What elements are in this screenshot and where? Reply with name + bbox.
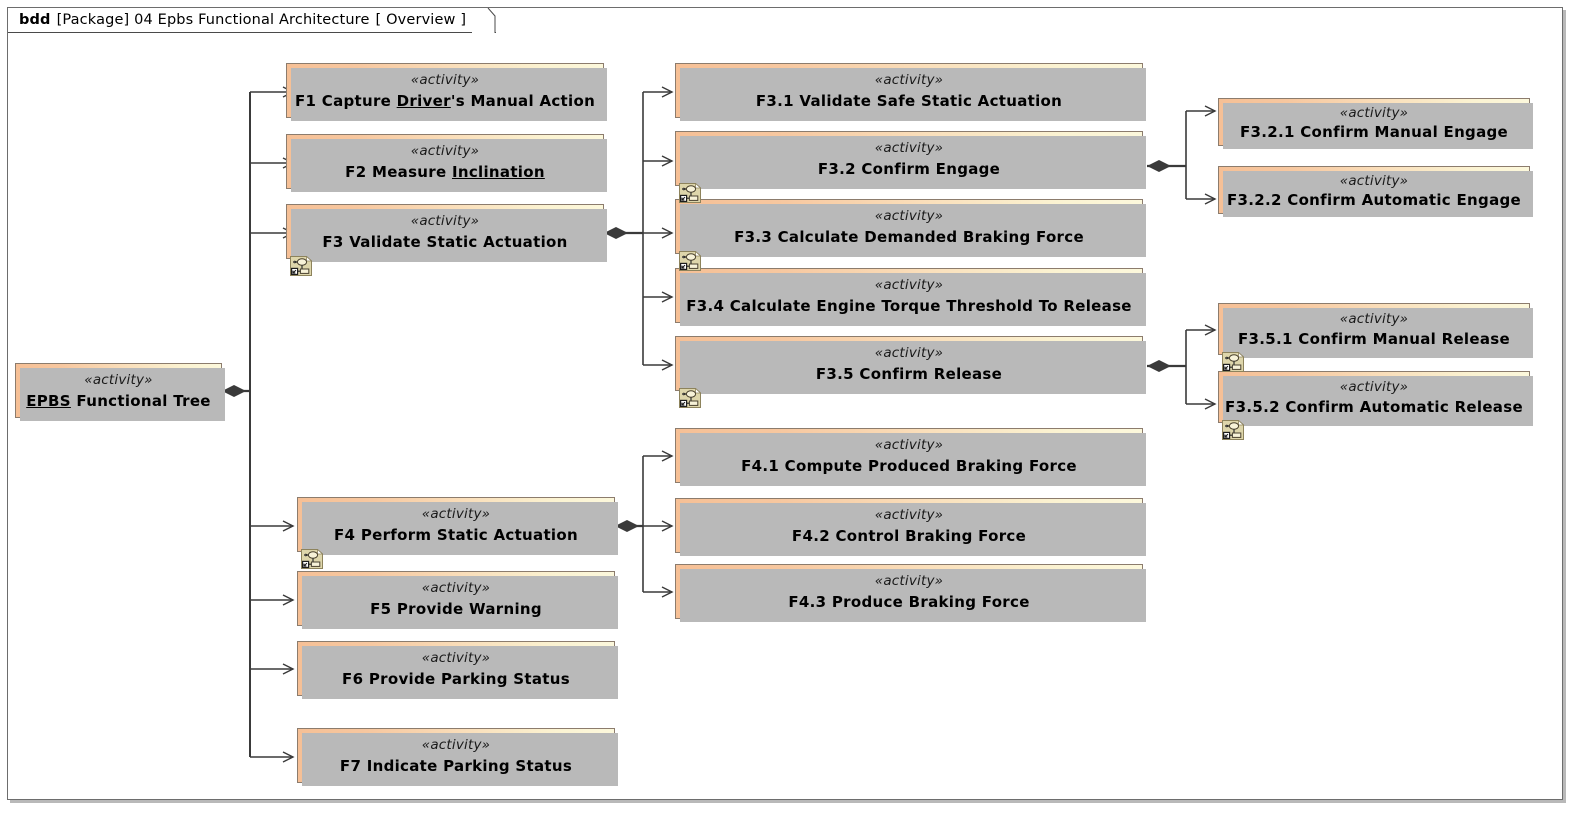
block-shadow: [1223, 376, 1533, 426]
block-name: F3.2.2 Confirm Automatic Engage: [1226, 191, 1522, 209]
diagram-header-view: [ Overview ]: [375, 12, 467, 28]
block-name: F3.2 Confirm Engage: [817, 160, 1001, 178]
block-f3-1-validate-safe-static-actuation[interactable]: «activity» F3.1 Validate Safe Static Act…: [675, 63, 1146, 121]
block-name: F1 Capture Driver's Manual Action: [294, 92, 596, 110]
block-name: F2 Measure Inclination: [345, 163, 545, 181]
block-stereotype: «activity»: [410, 213, 480, 229]
block-shadow: [680, 68, 1146, 121]
block-name: EPBS Functional Tree: [26, 392, 211, 410]
block-stereotype: «activity»: [1339, 173, 1409, 189]
block-f3-2-2-confirm-automatic-engage[interactable]: «activity» F3.2.2 Confirm Automatic Enga…: [1218, 166, 1533, 217]
block-f3-2-1-confirm-manual-engage[interactable]: «activity» F3.2.1 Confirm Manual Engage: [1218, 98, 1533, 149]
block-stereotype: «activity»: [421, 506, 491, 522]
block-shadow: [680, 503, 1146, 556]
block-f4-3-produce-braking-force[interactable]: «activity» F4.3 Produce Braking Force: [675, 564, 1146, 622]
activity-diagram-icon[interactable]: [301, 548, 324, 569]
block-stereotype: «activity»: [874, 437, 944, 453]
block-shadow: [680, 204, 1146, 257]
block-name: F4.2 Control Braking Force: [791, 527, 1027, 545]
block-shadow: [680, 273, 1146, 326]
block-stereotype: «activity»: [421, 650, 491, 666]
activity-diagram-icon[interactable]: [679, 387, 702, 408]
activity-diagram-icon[interactable]: [1222, 351, 1245, 372]
block-name: F3.3 Calculate Demanded Braking Force: [734, 228, 1084, 246]
activity-diagram-icon[interactable]: [679, 182, 702, 203]
block-shadow: [20, 368, 225, 421]
diagram-header: bdd [Package] 04 Epbs Functional Archite…: [8, 8, 497, 33]
block-name: F3.1 Validate Safe Static Actuation: [755, 92, 1063, 110]
diagram-header-kind: bdd: [19, 12, 51, 28]
activity-diagram-icon[interactable]: [290, 255, 313, 276]
block-name: F3 Validate Static Actuation: [322, 233, 568, 251]
block-name: F6 Provide Parking Status: [342, 670, 570, 688]
block-f4-2-control-braking-force[interactable]: «activity» F4.2 Control Braking Force: [675, 498, 1146, 556]
block-stereotype: «activity»: [874, 140, 944, 156]
block-shadow: [680, 569, 1146, 622]
block-f7-indicate-parking-status[interactable]: «activity» F7 Indicate Parking Status: [297, 728, 618, 786]
block-shadow: [291, 139, 607, 192]
block-shadow: [680, 341, 1146, 394]
block-stereotype: «activity»: [421, 737, 491, 753]
block-shadow: [302, 733, 618, 786]
block-name: F5 Provide Warning: [370, 600, 542, 618]
block-shadow: [302, 502, 618, 555]
block-shadow: [291, 209, 607, 262]
block-f1-capture-drivers-manual-action[interactable]: «activity» F1 Capture Driver's Manual Ac…: [286, 63, 607, 121]
block-shadow: [1223, 171, 1533, 217]
block-stereotype: «activity»: [874, 507, 944, 523]
block-stereotype: «activity»: [84, 372, 153, 388]
block-f2-measure-inclination[interactable]: «activity» F2 Measure Inclination: [286, 134, 607, 192]
block-f3-5-2-confirm-automatic-release[interactable]: «activity» F3.5.2 Confirm Automatic Rele…: [1218, 371, 1533, 426]
block-f4-1-compute-produced-braking-force[interactable]: «activity» F4.1 Compute Produced Braking…: [675, 428, 1146, 486]
block-f3-4-calculate-engine-torque-threshold-to-release[interactable]: «activity» F3.4 Calculate Engine Torque …: [675, 268, 1146, 326]
block-stereotype: «activity»: [410, 72, 480, 88]
block-name: F4 Perform Static Actuation: [334, 526, 578, 544]
block-shadow: [302, 576, 618, 629]
block-shadow: [1223, 103, 1533, 149]
block-epbs-functional-tree[interactable]: «activity» EPBS Functional Tree: [15, 363, 225, 421]
diagram-header-body: bdd [Package] 04 Epbs Functional Archite…: [8, 8, 497, 33]
block-shadow: [680, 136, 1146, 189]
block-f6-provide-parking-status[interactable]: «activity» F6 Provide Parking Status: [297, 641, 618, 699]
block-f4-perform-static-actuation[interactable]: «activity» F4 Perform Static Actuation: [297, 497, 618, 555]
block-stereotype: «activity»: [874, 345, 944, 361]
block-f3-validate-static-actuation[interactable]: «activity» F3 Validate Static Actuation: [286, 204, 607, 262]
header-notch-icon: [472, 8, 496, 33]
block-stereotype: «activity»: [1339, 311, 1409, 327]
block-name: F4.1 Compute Produced Braking Force: [741, 457, 1077, 475]
activity-diagram-icon[interactable]: [679, 250, 702, 271]
block-name: F3.5 Confirm Release: [815, 365, 1003, 383]
block-stereotype: «activity»: [410, 143, 480, 159]
block-stereotype: «activity»: [874, 277, 944, 293]
block-stereotype: «activity»: [421, 580, 491, 596]
block-name: F3.4 Calculate Engine Torque Threshold T…: [686, 297, 1132, 315]
block-f3-3-calculate-demanded-braking-force[interactable]: «activity» F3.3 Calculate Demanded Braki…: [675, 199, 1146, 257]
block-stereotype: «activity»: [1339, 379, 1409, 395]
block-name: F7 Indicate Parking Status: [339, 757, 573, 775]
block-stereotype: «activity»: [1339, 105, 1409, 121]
diagram-header-scope: [Package] 04 Epbs Functional Architectur…: [56, 12, 370, 28]
block-shadow: [1223, 308, 1533, 358]
block-shadow: [291, 68, 607, 121]
block-shadow: [680, 433, 1146, 486]
block-name: F4.3 Produce Braking Force: [788, 593, 1030, 611]
block-f3-5-1-confirm-manual-release[interactable]: «activity» F3.5.1 Confirm Manual Release: [1218, 303, 1533, 358]
block-name: F3.5.1 Confirm Manual Release: [1238, 330, 1510, 348]
block-name: F3.2.1 Confirm Manual Engage: [1239, 123, 1509, 141]
block-f3-2-confirm-engage[interactable]: «activity» F3.2 Confirm Engage: [675, 131, 1146, 189]
block-f3-5-confirm-release[interactable]: «activity» F3.5 Confirm Release: [675, 336, 1146, 394]
block-f5-provide-warning[interactable]: «activity» F5 Provide Warning: [297, 571, 618, 629]
block-name: F3.5.2 Confirm Automatic Release: [1225, 398, 1523, 416]
block-stereotype: «activity»: [874, 72, 944, 88]
block-stereotype: «activity»: [874, 573, 944, 589]
activity-diagram-icon[interactable]: [1222, 419, 1245, 440]
block-shadow: [302, 646, 618, 699]
block-stereotype: «activity»: [874, 208, 944, 224]
